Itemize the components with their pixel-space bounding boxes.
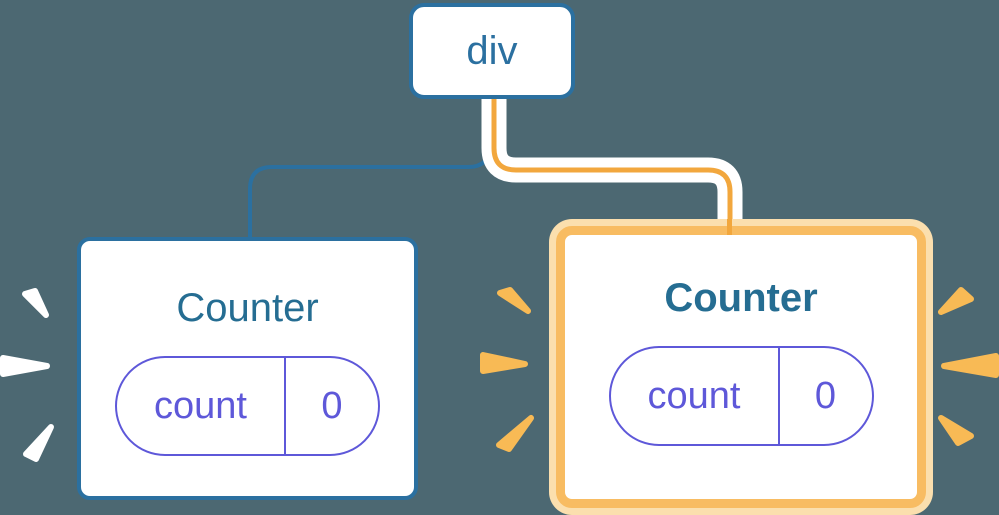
orange-burst-rays-right-icon [938, 287, 999, 446]
orange-burst-rays-left-icon [480, 287, 534, 452]
state-key-label: count [611, 348, 780, 444]
state-value: 0 [814, 374, 837, 417]
white-burst-rays-icon [0, 288, 54, 462]
counter-card-right-highlighted: Counter count 0 [556, 226, 926, 508]
edge-root-to-left-counter [248, 99, 492, 239]
state-pill: count 0 [115, 356, 380, 456]
edge-highlight-casing [481, 95, 743, 221]
state-pill: count 0 [608, 346, 874, 446]
state-key-label: count [117, 358, 286, 454]
counter-title: Counter [176, 286, 319, 330]
root-div-label: div [466, 28, 518, 73]
root-div-node: div [409, 3, 575, 99]
counter-card-left: Counter count 0 [77, 237, 418, 500]
edge-highlight-stub [727, 219, 732, 235]
state-value: 0 [321, 384, 343, 427]
counter-title: Counter [664, 276, 818, 320]
edge-root-to-right-counter [491, 95, 733, 221]
